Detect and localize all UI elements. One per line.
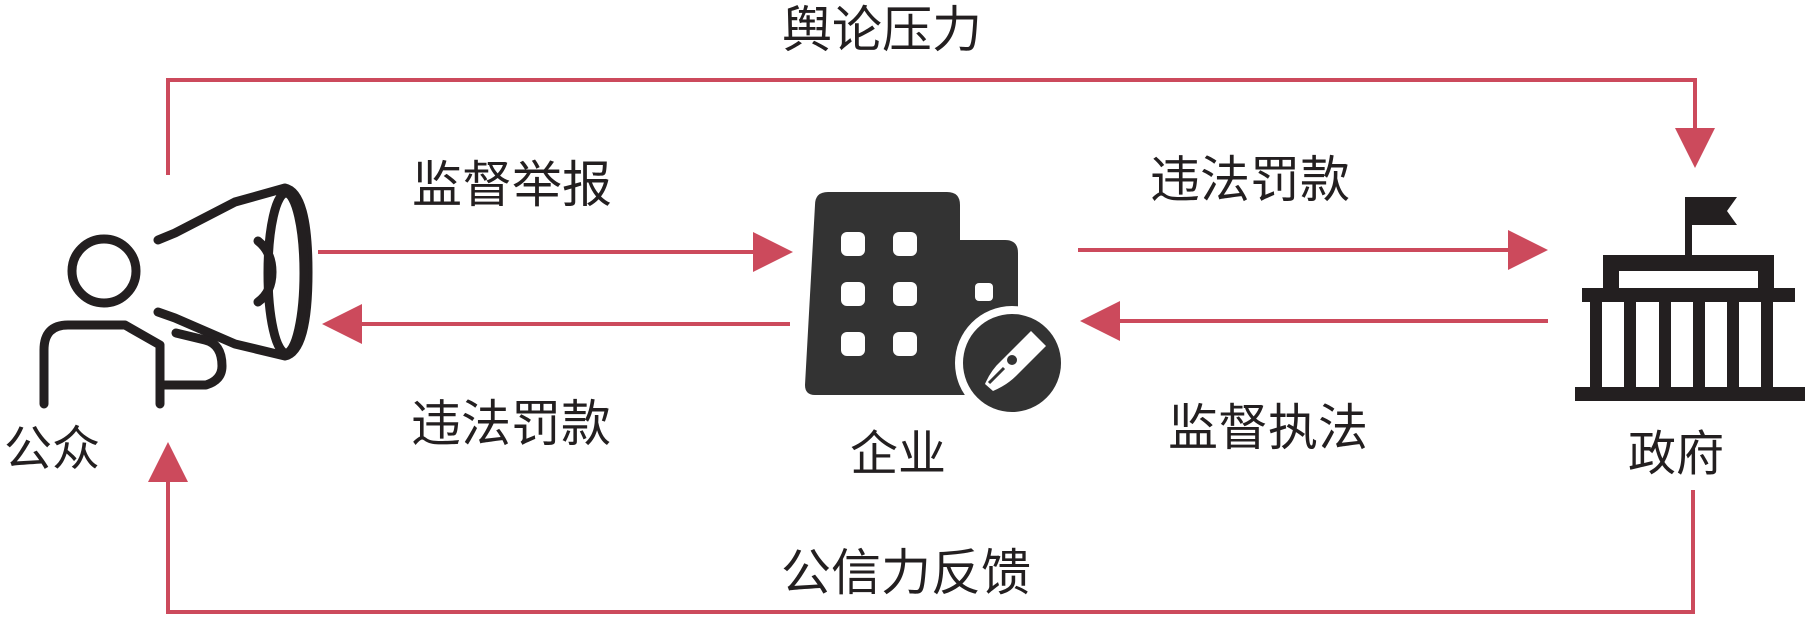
government-to-enterprise-label: 监督执法 [1168, 399, 1368, 457]
government-building-icon [1575, 197, 1805, 401]
office-building-pen-icon [805, 192, 1069, 420]
top-loop-arrow [166, 78, 1715, 175]
enterprise-to-government-label: 违法罚款 [1150, 151, 1350, 209]
top-edge-label: 舆论压力 [782, 1, 982, 59]
bottom-edge-label: 公信力反馈 [781, 544, 1031, 602]
megaphone-person-icon [39, 183, 313, 409]
government-node-label: 政府 [1628, 426, 1725, 482]
enterprise-to-public-label: 违法罚款 [411, 395, 611, 453]
enterprise-node-label: 企业 [850, 426, 947, 482]
bottom-loop-arrow [148, 442, 1695, 614]
public-to-enterprise-label: 监督举报 [412, 156, 612, 214]
public-node-label: 公众 [4, 421, 101, 477]
